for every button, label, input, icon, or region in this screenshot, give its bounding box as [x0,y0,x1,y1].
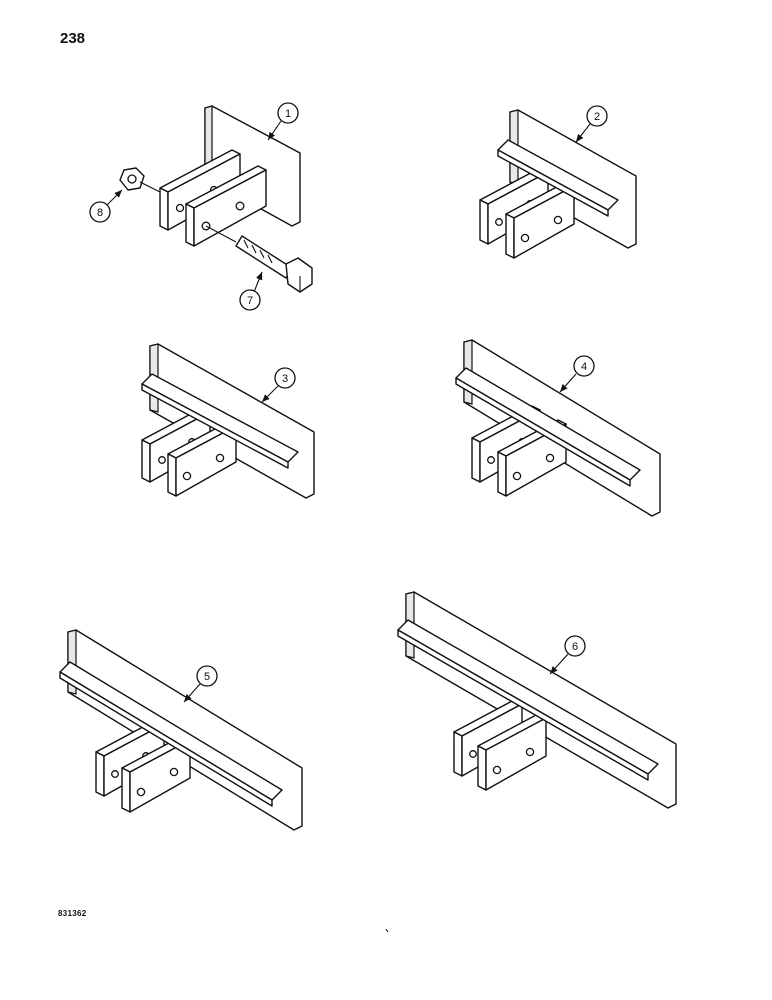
callout-8: 8 [89,189,123,223]
svg-text:6: 6 [572,641,578,653]
callout-7: 7 [239,271,263,311]
assembly-5 [59,629,303,831]
callout-6: 6 [549,635,586,675]
callout-5: 5 [183,665,218,703]
callout-3: 3 [261,367,296,403]
callout-2: 2 [575,105,608,143]
svg-text:5: 5 [204,671,210,683]
assembly-1 [119,105,313,293]
svg-text:2: 2 [594,111,600,123]
nut [119,167,161,193]
assembly-4 [455,339,661,517]
assembly-3 [141,343,315,499]
assembly-6 [397,591,677,809]
svg-text:8: 8 [97,207,103,219]
page-number: 238 [60,30,86,47]
svg-text:4: 4 [581,361,587,373]
stray-mark [385,928,389,933]
bolt [235,235,313,293]
svg-text:3: 3 [282,373,288,385]
svg-text:7: 7 [247,295,253,307]
callout-4: 4 [559,355,595,393]
callout-1: 1 [267,102,299,141]
assembly-2 [479,109,637,259]
figure-code: 831362 [58,909,87,918]
svg-text:1: 1 [285,108,291,120]
